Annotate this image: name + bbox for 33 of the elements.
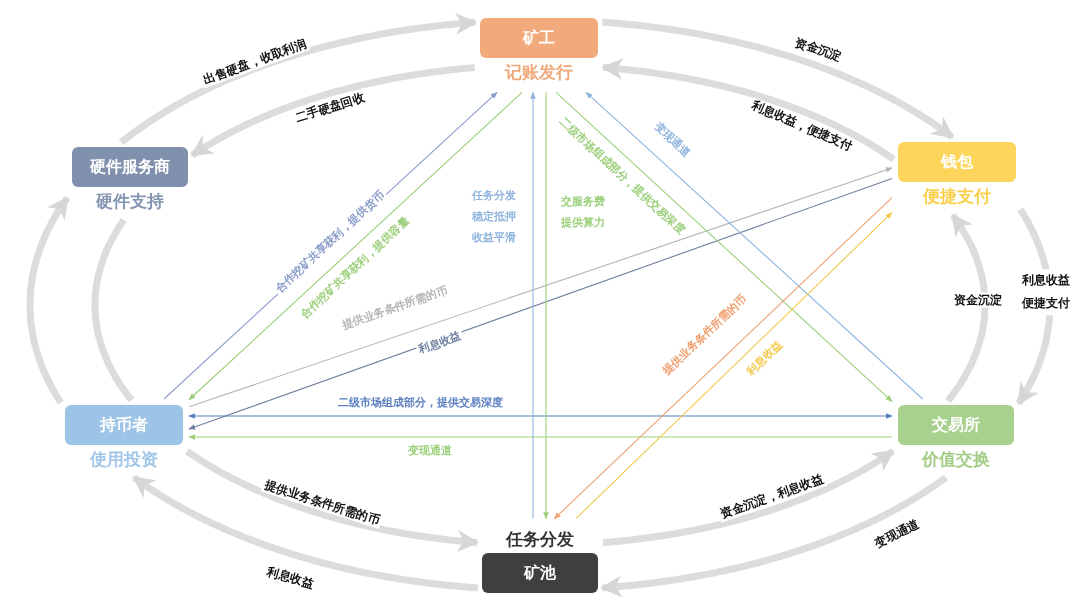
edge-label: 提供业务条件所需的币 — [260, 476, 384, 530]
edge-label: 二级市场组成部分，提供交易深度 — [335, 396, 505, 410]
role-caption: 记账发行 — [505, 62, 573, 83]
cycle-arrow — [601, 58, 897, 163]
cycle-arrow — [189, 64, 477, 159]
edge-label: 资金沉淀 — [952, 292, 1004, 308]
cycle-arrow — [26, 195, 71, 405]
role-caption: 硬件支持 — [96, 191, 164, 212]
cycle-arrow — [184, 448, 480, 552]
flow-arrow — [188, 434, 893, 440]
role-box: 持币者 — [65, 405, 183, 445]
role-box: 钱包 — [898, 142, 1016, 182]
cycle-arrow — [945, 212, 989, 404]
flow-arrow — [585, 91, 924, 400]
role-caption: 便捷支付 — [923, 186, 991, 207]
flow-arrow — [555, 91, 893, 402]
flow-arrow — [530, 91, 536, 520]
cycle-arrow — [601, 448, 896, 547]
edge-label: 利息收益便捷支付 — [1019, 269, 1073, 315]
role-caption: 使用投资 — [90, 449, 158, 470]
role-box: 交易所 — [898, 405, 1014, 445]
cycle-arrow — [118, 12, 478, 146]
flow-arrow — [188, 413, 893, 419]
cycle-arrow — [131, 474, 480, 592]
role-caption: 任务分发 — [506, 528, 574, 549]
role-box: 矿工 — [480, 18, 598, 58]
role-box: 硬件服务商 — [72, 147, 188, 187]
role-box: 矿池 — [482, 553, 598, 593]
cycle-arrow — [601, 18, 955, 140]
flow-arrow — [543, 91, 549, 520]
cycle-arrow — [599, 474, 949, 598]
edge-label: 变现通道 — [406, 444, 454, 458]
role-caption: 价值交换 — [922, 449, 990, 470]
